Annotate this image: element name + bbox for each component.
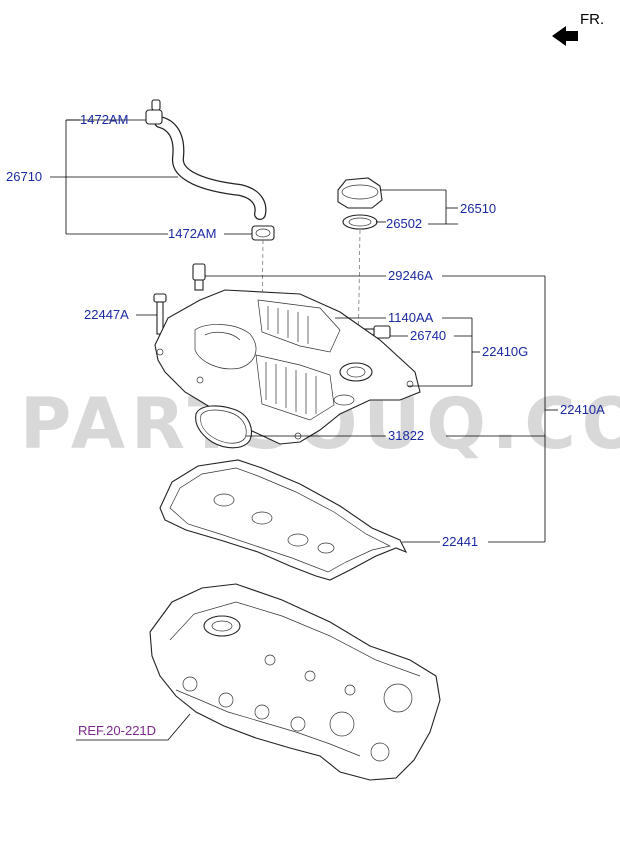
label-1472am-bottom[interactable]: 1472AM bbox=[168, 226, 216, 241]
breather-hose[interactable] bbox=[154, 116, 267, 220]
leader-lines bbox=[50, 119, 558, 741]
direction-label: FR. bbox=[580, 11, 604, 28]
label-22410a[interactable]: 22410A bbox=[560, 402, 605, 417]
label-22441[interactable]: 22441 bbox=[442, 534, 478, 549]
label-31822[interactable]: 31822 bbox=[388, 428, 424, 443]
label-26710[interactable]: 26710 bbox=[6, 169, 42, 184]
label-29246a[interactable]: 29246A bbox=[388, 268, 433, 283]
hose-clamp-top[interactable] bbox=[145, 99, 163, 125]
rocker-cover[interactable] bbox=[154, 289, 421, 445]
label-26502[interactable]: 26502 bbox=[386, 216, 422, 231]
oil-cap-gasket[interactable] bbox=[342, 214, 378, 230]
pcv-valve[interactable] bbox=[192, 263, 206, 291]
label-26510[interactable]: 26510 bbox=[460, 201, 496, 216]
rocker-cover-gasket[interactable] bbox=[159, 459, 408, 581]
label-1472am-top[interactable]: 1472AM bbox=[80, 112, 128, 127]
label-22447a[interactable]: 22447A bbox=[84, 307, 129, 322]
label-22410g[interactable]: 22410G bbox=[482, 344, 528, 359]
oil-filler-cap[interactable] bbox=[337, 177, 383, 209]
plug-tube-gasket[interactable] bbox=[195, 405, 253, 449]
label-26740[interactable]: 26740 bbox=[410, 328, 446, 343]
cylinder-head[interactable] bbox=[149, 583, 441, 781]
front-arrow-icon bbox=[552, 26, 578, 46]
hose-clamp-bottom[interactable] bbox=[251, 225, 275, 241]
reference-link[interactable]: REF.20-221D bbox=[78, 723, 156, 738]
label-1140aa[interactable]: 1140AA bbox=[388, 310, 434, 325]
